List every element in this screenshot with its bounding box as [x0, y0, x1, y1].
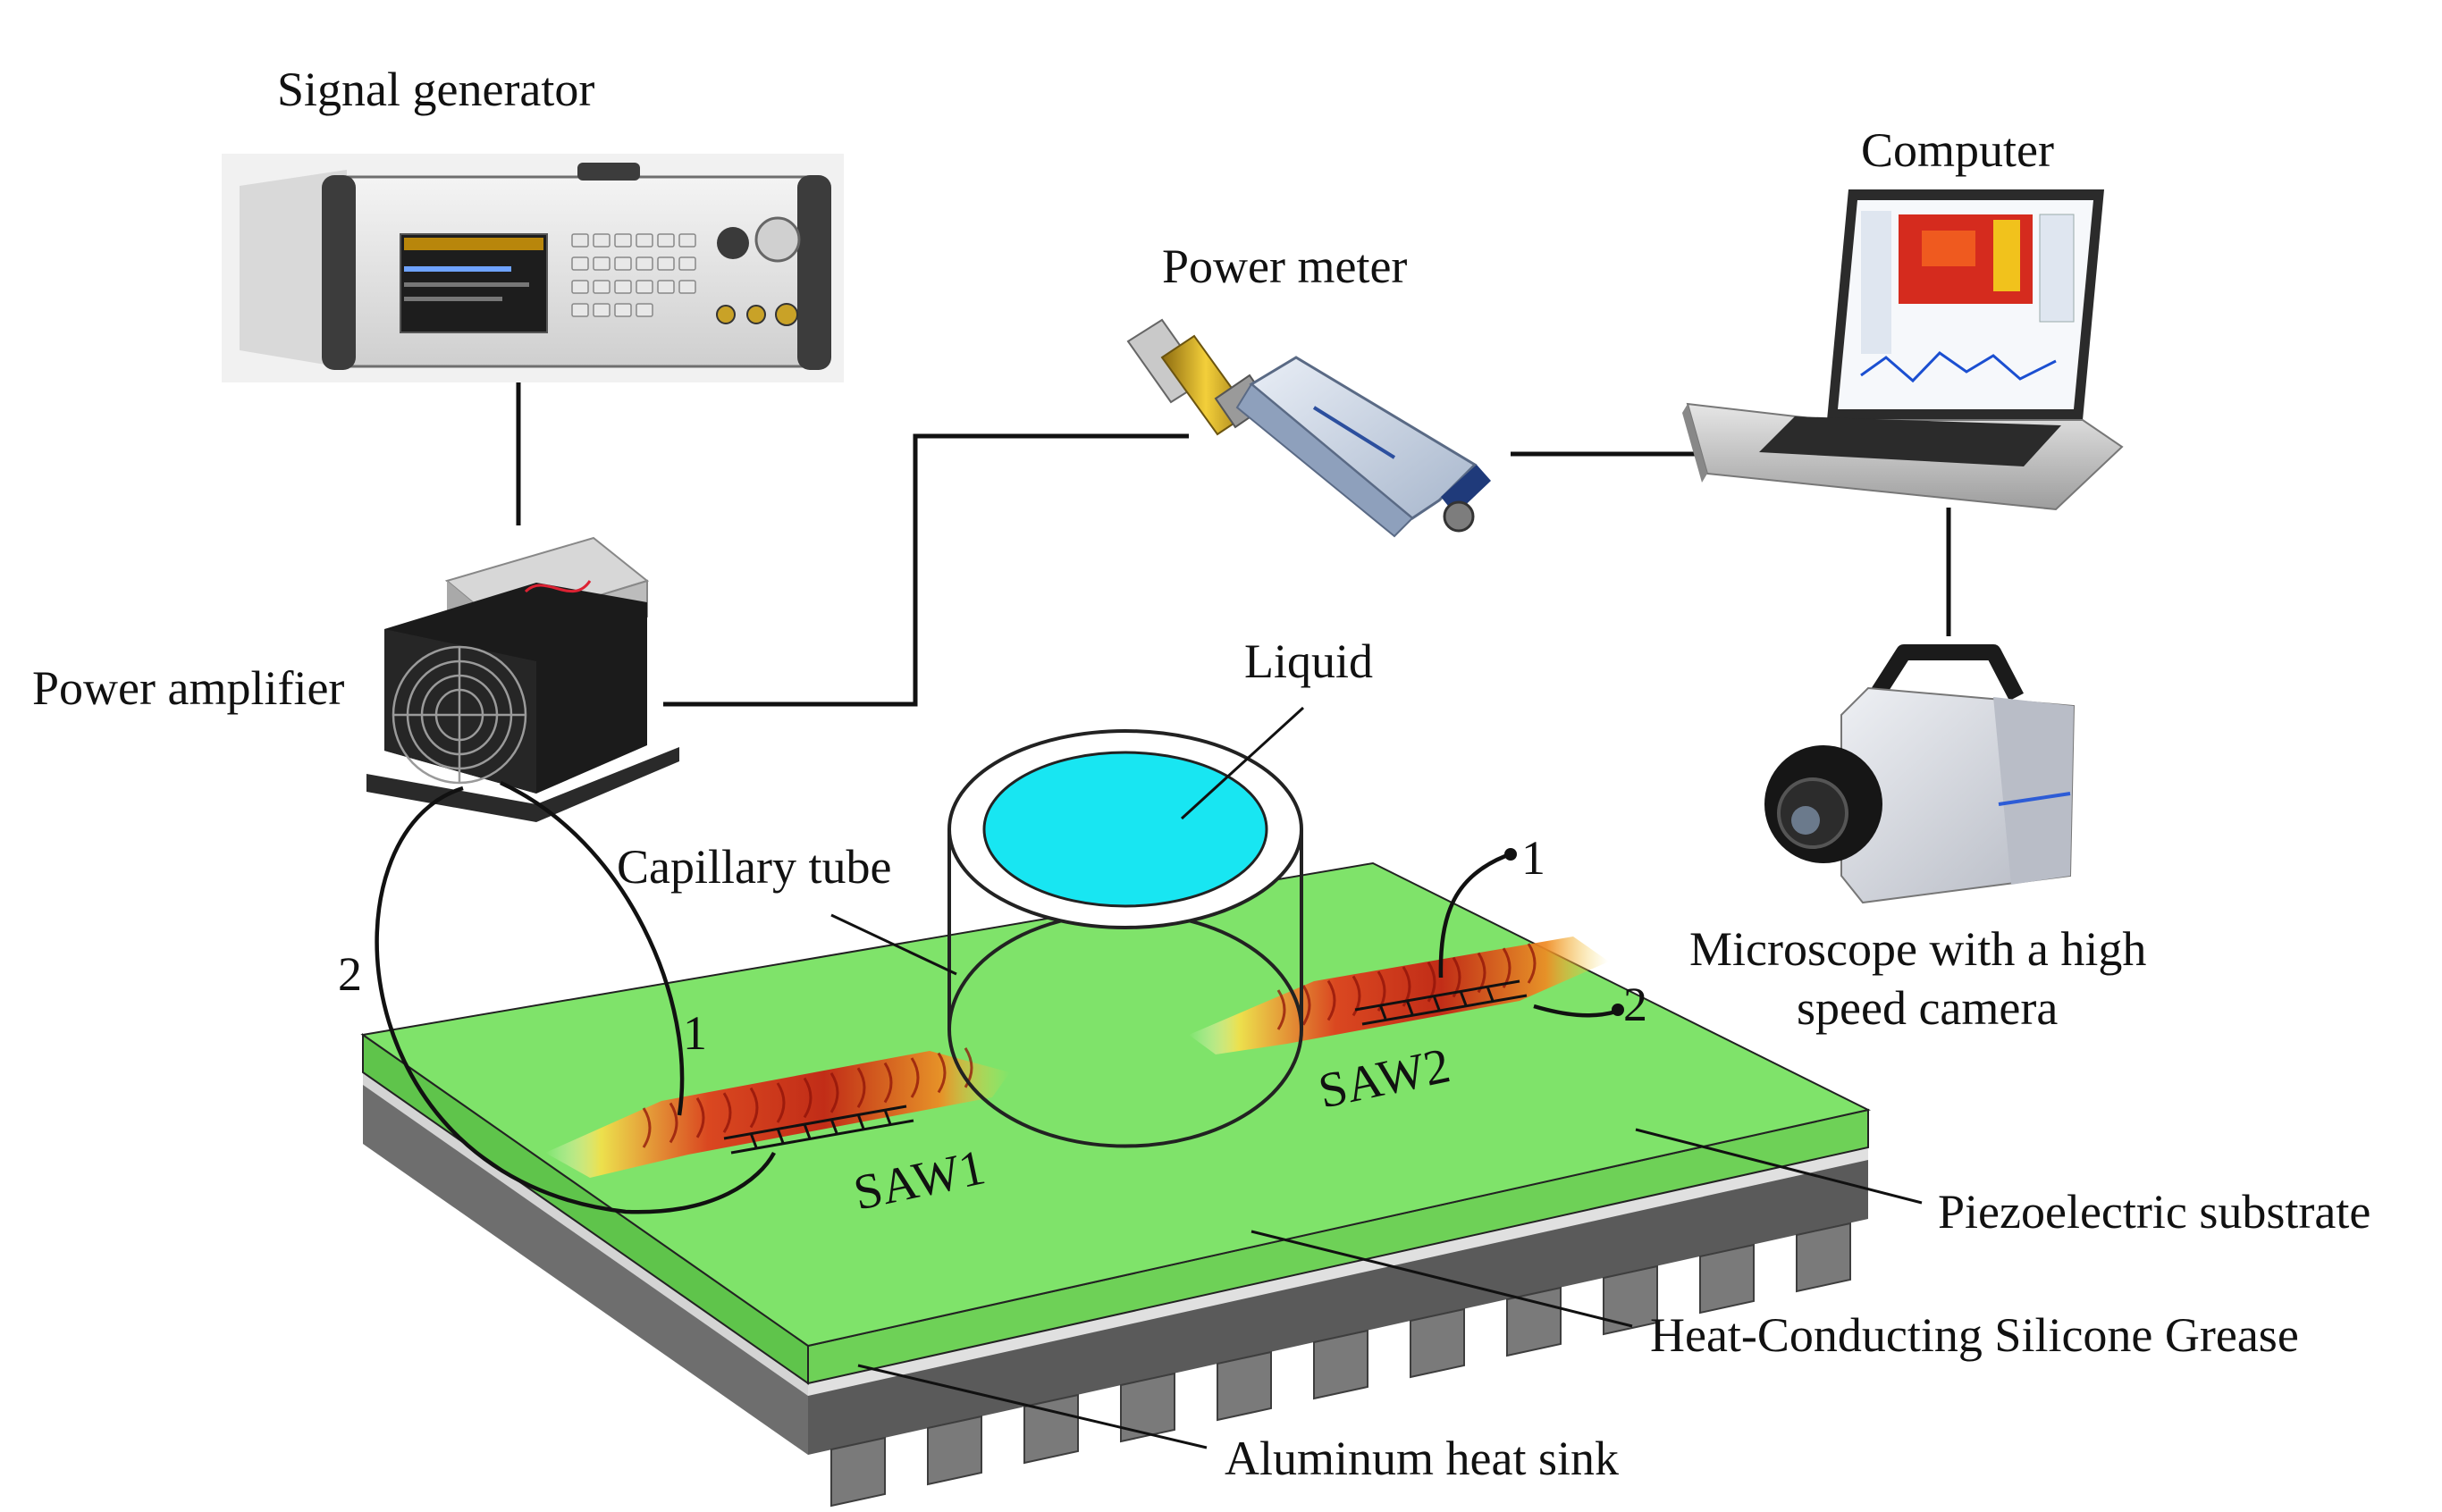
- saw1-terminal-1-label: 1: [683, 1006, 707, 1060]
- heat-sink-fin: [1023, 1393, 1079, 1465]
- wave-crest: [856, 1067, 866, 1109]
- saw2-wiring: [1438, 853, 1617, 1018]
- wave-crest: [642, 1107, 652, 1148]
- heat-sink-fin: [1699, 1243, 1755, 1315]
- computer-label: Computer: [1861, 123, 2054, 177]
- heat-sink-fin: [830, 1436, 886, 1508]
- power-amplifier-device: [366, 536, 679, 822]
- wave-crest: [776, 1082, 786, 1123]
- high-speed-camera: [1764, 644, 2076, 904]
- wave-crest: [1427, 961, 1436, 1003]
- computer-laptop: [1682, 189, 2124, 511]
- microscope-label-line1: Microscope with a high: [1689, 922, 2146, 976]
- wave-crest: [1301, 984, 1311, 1026]
- liquid-leader: [1180, 706, 1305, 820]
- saw1-idt-electrode: [723, 1105, 914, 1155]
- heat-sink-fin: [927, 1415, 982, 1486]
- wave-crest: [803, 1077, 813, 1119]
- silicone-grease-label: Heat-Conducting Silicone Grease: [1650, 1308, 2299, 1362]
- saw1-terminal-2-label: 2: [338, 947, 362, 1001]
- wave-crest: [1402, 966, 1411, 1007]
- power-amplifier-label: Power amplifier: [32, 661, 344, 715]
- saw2-terminal-1-label: 1: [1521, 831, 1545, 885]
- heat-sink-fin: [1796, 1222, 1851, 1293]
- heat-sink-fin: [1603, 1264, 1658, 1336]
- wave-crest: [1276, 989, 1286, 1030]
- generator-knob: [754, 216, 801, 263]
- saw2-idt-electrode: [1354, 979, 1528, 1026]
- saw1-wiring: [375, 780, 776, 1214]
- aluminum-heat-sink: [363, 1083, 1868, 1508]
- power-meter-label: Power meter: [1162, 239, 1407, 293]
- saw2-terminal-1-dot: [1504, 848, 1517, 861]
- heat-sink-fin: [1120, 1372, 1175, 1443]
- wave-crest: [722, 1092, 732, 1134]
- amplifier-fan: [392, 645, 527, 785]
- heat-sink-label: Aluminum heat sink: [1225, 1432, 1619, 1485]
- wave-crest: [695, 1096, 705, 1138]
- saw2-terminal-2-label: 2: [1623, 978, 1647, 1031]
- wave-crest: [749, 1087, 759, 1129]
- wave-crest: [1326, 979, 1336, 1021]
- wave-crest: [964, 1046, 973, 1088]
- wave-crest: [937, 1052, 947, 1094]
- piezo-leader: [1635, 1128, 1923, 1205]
- wave-crest: [910, 1057, 920, 1098]
- wave-crest: [1527, 943, 1537, 984]
- saw2-terminal-2-dot: [1612, 1004, 1624, 1016]
- heat-sink-fin: [1410, 1307, 1465, 1379]
- leader-lines: [830, 706, 1923, 1449]
- piezoelectric-substrate-label: Piezoelectric substrate: [1938, 1185, 2370, 1239]
- heatsink-leader: [857, 1364, 1208, 1449]
- capillary-tube-label: Capillary tube: [617, 840, 891, 894]
- wave-crest: [883, 1062, 893, 1104]
- wave-crest: [829, 1071, 839, 1113]
- signal-generator-device: [222, 154, 844, 382]
- wave-crest: [1352, 975, 1361, 1017]
- microscope-label-line2: speed camera: [1797, 981, 2058, 1035]
- saw2-wave-field: [1189, 937, 1609, 1054]
- power-meter-device: [1126, 318, 1491, 538]
- grease-leader: [1250, 1230, 1633, 1328]
- saw1-wave-field: [545, 1046, 1010, 1178]
- liquid-surface: [982, 751, 1268, 908]
- capillary-tube-leader: [830, 913, 957, 976]
- heat-sink-fin: [1217, 1350, 1272, 1422]
- signal-generator-label: Signal generator: [277, 63, 594, 116]
- wave-crest: [669, 1102, 678, 1144]
- connection-lines: [516, 375, 1951, 707]
- amplifier-to-power-meter-cable: [663, 433, 1189, 707]
- heat-sink-fin: [1313, 1329, 1368, 1400]
- diagram-labels: Signal generator Computer Power meter Po…: [32, 63, 2370, 1485]
- liquid-label: Liquid: [1244, 634, 1373, 688]
